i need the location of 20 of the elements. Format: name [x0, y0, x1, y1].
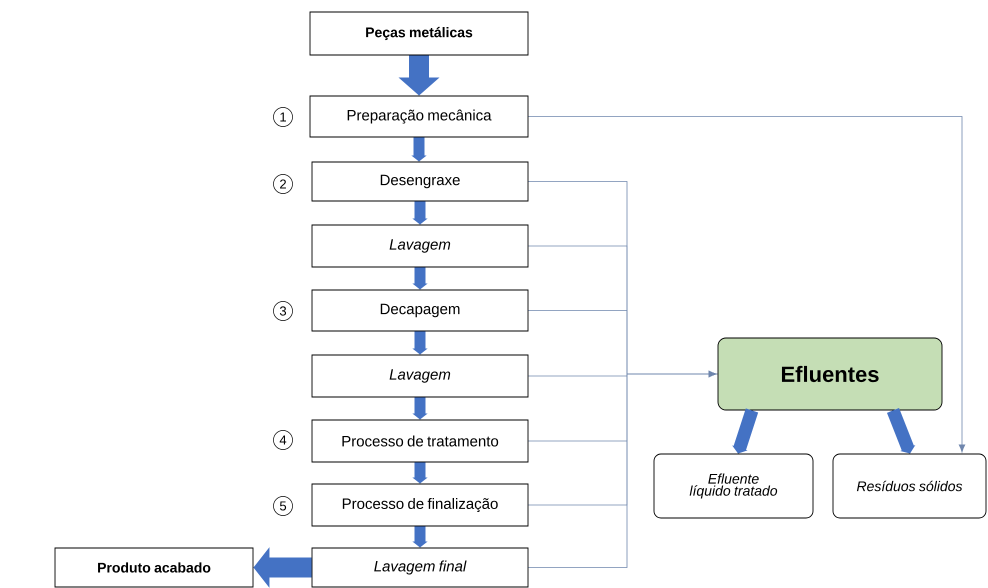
output-box: Efluente líquido tratado — [654, 454, 814, 518]
callout-number: 4 — [273, 430, 293, 450]
process-box: Lavagem — [312, 224, 528, 268]
callout-number: 3 — [273, 301, 293, 321]
callout-number: 2 — [273, 174, 293, 194]
process-box: Processo de finalização — [312, 484, 528, 526]
callout-number: 5 — [273, 496, 293, 516]
effluent-box: Efluentes — [718, 338, 942, 410]
process-box: Processo de tratamento — [312, 420, 528, 462]
connector-line — [528, 370, 716, 568]
process-box: Preparação mecânica — [310, 96, 528, 138]
callout-number: 1 — [273, 107, 293, 127]
process-box: Lavagem final — [312, 548, 528, 588]
connector-line — [528, 116, 966, 452]
process-box: Lavagem — [312, 354, 528, 398]
product-box: Produto acabado — [54, 548, 254, 588]
process-box: Decapagem — [312, 290, 528, 332]
product-box: Peças metálicas — [310, 12, 528, 56]
process-box: Desengraxe — [312, 162, 528, 202]
output-box: Resíduos sólidos — [832, 454, 986, 518]
